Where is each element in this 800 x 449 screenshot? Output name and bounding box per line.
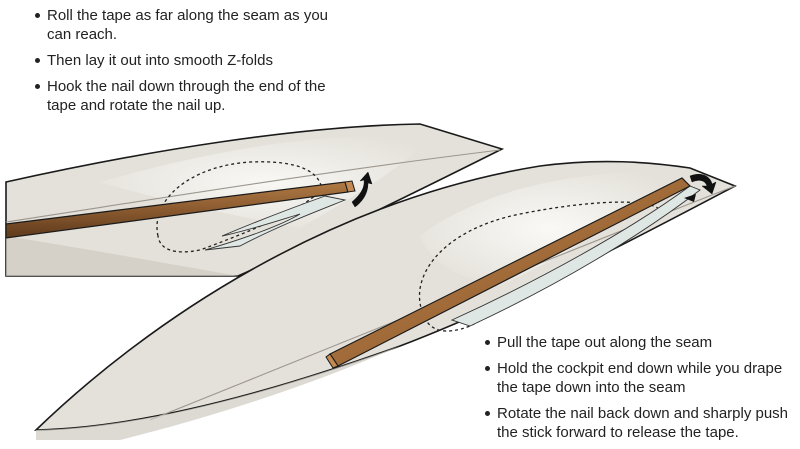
lower-hull-deck-highlight xyxy=(420,171,680,286)
upper-cockpit-outline xyxy=(156,161,323,253)
step-hold-cockpit: Hold the cockpit end down while you drap… xyxy=(484,359,794,397)
rotate-arrow-icon xyxy=(351,171,373,208)
lower-hull-shadow xyxy=(36,346,400,440)
upper-hull-seam xyxy=(5,149,501,223)
upper-hull-shadow xyxy=(6,236,238,276)
rotate-arrow-icon xyxy=(689,174,717,195)
upper-stick-end xyxy=(344,180,356,193)
upper-tape-folds xyxy=(204,195,347,251)
upper-hull xyxy=(5,123,505,277)
lower-cockpit-outline xyxy=(418,201,661,332)
lower-hull xyxy=(33,160,737,440)
lower-stick-end xyxy=(325,353,339,369)
step-rotate-nail: Rotate the nail back down and sharply pu… xyxy=(484,404,794,442)
lower-tape-strip xyxy=(450,185,701,327)
rotate-arrow-icon xyxy=(684,194,696,202)
step-pull-tape: Pull the tape out along the seam xyxy=(484,333,794,352)
step-hook-nail: Hook the nail down through the end of th… xyxy=(34,77,349,115)
step-roll-tape: Roll the tape as far along the seam as y… xyxy=(34,6,349,44)
step-z-folds: Then lay it out into smooth Z-folds xyxy=(34,51,349,70)
steps-bottom-list: Pull the tape out along the seam Hold th… xyxy=(484,333,794,449)
steps-top-list: Roll the tape as far along the seam as y… xyxy=(34,6,349,122)
